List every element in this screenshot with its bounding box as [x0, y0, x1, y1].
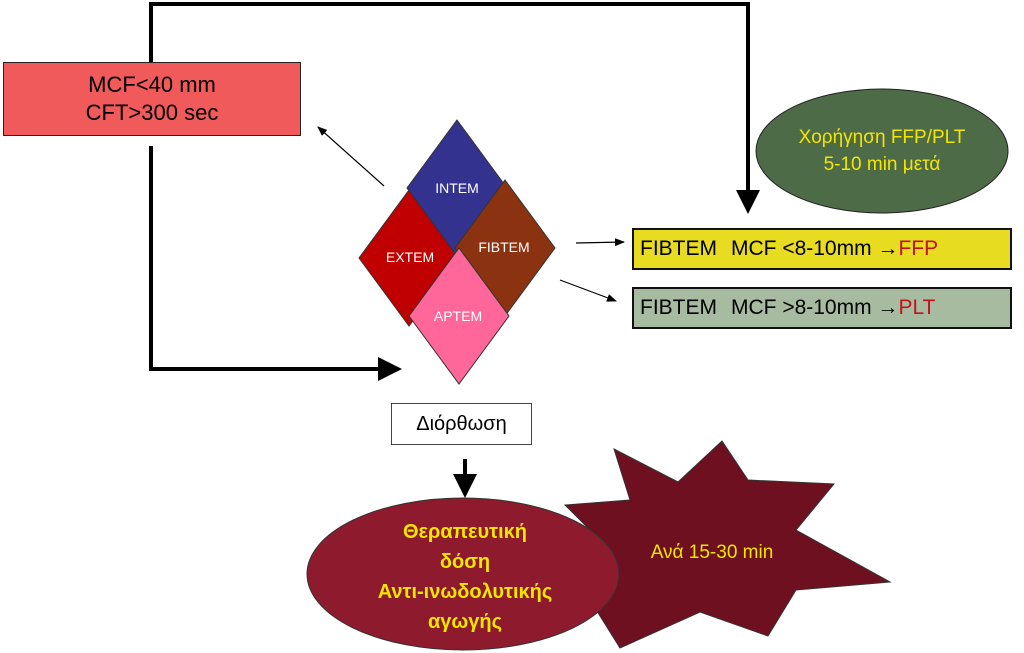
- correction-box: Διόρθωση: [391, 403, 532, 445]
- to-ffp-arrow: [575, 238, 625, 247]
- fibtem-ffp-result: FFP: [898, 237, 939, 260]
- fibtem-ffp-condition: MCF <8-10mm →: [731, 237, 899, 260]
- administration-line-2: 5-10 min μετά: [824, 154, 941, 175]
- therapy-line-3: Αντι-ινωδολυτικής: [378, 581, 553, 603]
- fibtem-plt-prefix: FIBTEM: [640, 296, 717, 319]
- aptem-diamond: [408, 247, 510, 385]
- fibtem-ffp-box: FIBTEM MCF <8-10mm → FFP: [632, 228, 1012, 270]
- therapy-line-4: αγωγής: [428, 611, 502, 633]
- intem-label: INTEM: [435, 180, 479, 196]
- extem-label: EXTEM: [386, 249, 434, 265]
- therapy-line-2: δόση: [440, 551, 490, 573]
- to-red-box-arrow: [317, 126, 385, 187]
- feedback-loop-arrow: [149, 2, 760, 214]
- fibtem-ffp-prefix: FIBTEM: [640, 237, 717, 260]
- criteria-line-1: MCF<40 mm: [88, 72, 216, 97]
- correction-label: Διόρθωση: [416, 412, 507, 435]
- fibtem-plt-condition: MCF >8-10mm →: [731, 296, 899, 319]
- criteria-line-2: CFT>300 sec: [85, 100, 219, 125]
- fibtem-plt-result: PLT: [898, 296, 936, 319]
- interval-text: Ανά 15-30 min: [651, 542, 774, 563]
- to-plt-arrow: [559, 279, 617, 302]
- criteria-box: MCF<40 mm CFT>300 sec: [3, 62, 301, 136]
- return-arrow: [149, 146, 402, 381]
- administration-ellipse: [755, 88, 1009, 214]
- aptem-label: APTEM: [434, 308, 482, 324]
- fibtem-label: FIBTEM: [478, 239, 529, 255]
- therapy-line-1: Θεραπευτική: [403, 521, 527, 543]
- fibtem-plt-box: FIBTEM MCF >8-10mm → PLT: [632, 287, 1012, 329]
- therapy-ellipse: [306, 497, 620, 651]
- administration-line-1: Χορήγηση FFP/PLT: [799, 127, 966, 148]
